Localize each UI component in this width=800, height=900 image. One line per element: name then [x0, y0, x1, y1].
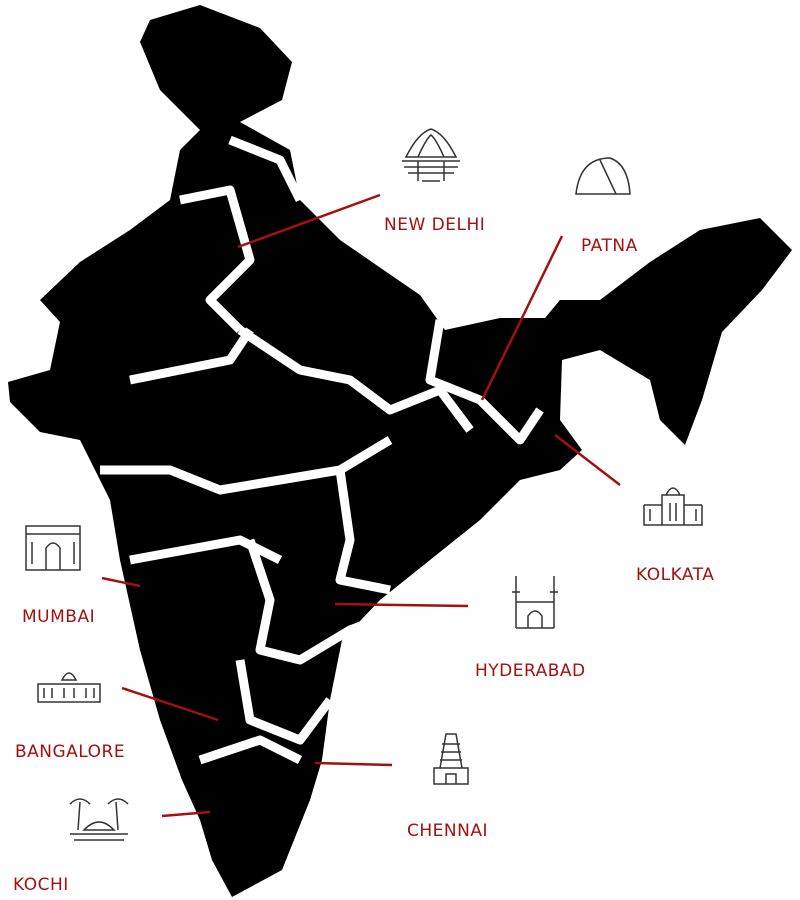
kolkata-line	[554, 434, 621, 486]
city-label-hyderabad: HYDERABAD	[475, 661, 586, 681]
city-label-bangalore: BANGALORE	[15, 742, 126, 762]
city-label-new-delhi: NEW DELHI	[384, 215, 486, 235]
mysore-palace-icon	[37, 672, 101, 703]
kochi-line	[161, 810, 211, 818]
mumbai-line	[101, 576, 141, 588]
gateway-of-india-icon	[25, 525, 81, 571]
india-landmass	[8, 5, 792, 897]
city-label-mumbai: MUMBAI	[22, 607, 96, 627]
city-label-patna: PATNA	[581, 236, 638, 256]
city-label-kochi: KOCHI	[13, 875, 69, 895]
city-label-chennai: CHENNAI	[407, 821, 488, 841]
patna-line	[480, 235, 564, 401]
state-borders	[100, 135, 544, 765]
golghar-dome-icon	[575, 157, 631, 195]
chennai-line	[314, 761, 393, 767]
victoria-memorial-icon	[643, 487, 703, 526]
charminar-icon	[512, 576, 558, 629]
temple-gopuram-icon	[433, 733, 469, 785]
city-label-kolkata: KOLKATA	[636, 565, 715, 585]
lotus-temple-icon	[402, 128, 460, 182]
leader-lines	[101, 193, 621, 818]
hyderabad-line	[334, 602, 469, 608]
new-delhi-line	[237, 193, 381, 249]
palm-beach-house-icon	[69, 798, 129, 841]
bangalore-line	[121, 686, 219, 722]
